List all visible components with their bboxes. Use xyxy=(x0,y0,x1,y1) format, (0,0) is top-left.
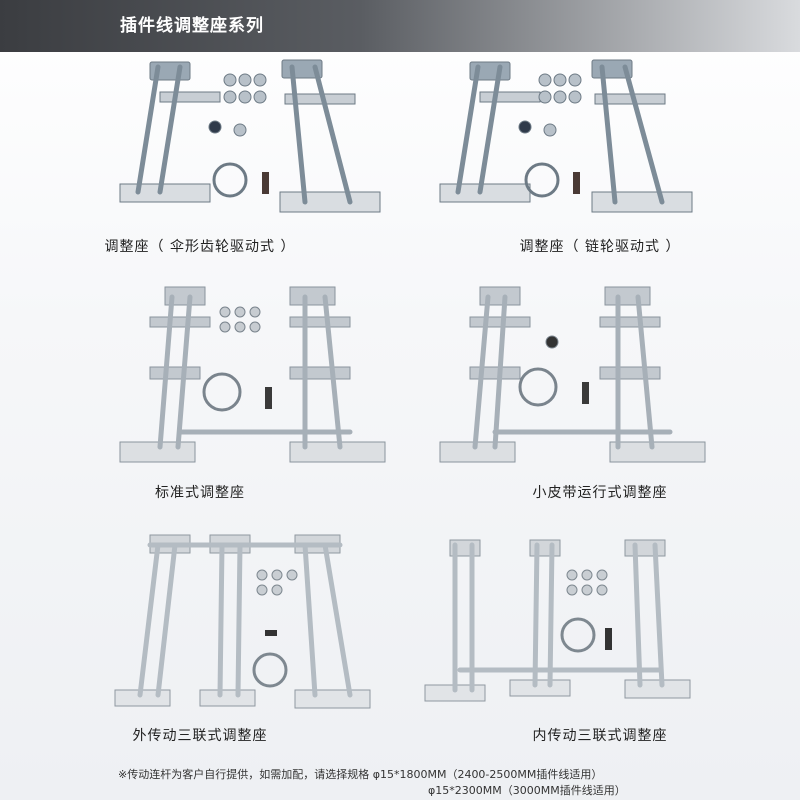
external-triple-adjuster-image xyxy=(114,534,371,709)
product-small-belt-adjuster: 小皮带运行式调整座 xyxy=(400,282,800,501)
product-external-triple-adjuster: 外传动三联式调整座 xyxy=(0,530,400,744)
product-caption: 调整座（ 链轮驱动式 ） xyxy=(519,239,681,255)
product-standard-adjuster: 标准式调整座 xyxy=(0,282,400,501)
product-caption: 内传动三联式调整座 xyxy=(532,728,668,744)
spec-note-line2: φ15*2300MM（3000MM插件线适用） xyxy=(428,784,626,797)
product-caption: 调整座（ 伞形齿轮驱动式 ） xyxy=(104,239,296,255)
internal-triple-adjuster-image xyxy=(424,539,691,702)
chain-drive-adjuster-image xyxy=(439,59,693,213)
product-caption: 小皮带运行式调整座 xyxy=(532,485,668,501)
spec-note-line1: ※传动连杆为客户自行提供，如需加配，请选择规格 φ15*1800MM（2400-… xyxy=(118,768,603,781)
standard-adjuster-image xyxy=(119,286,386,463)
product-chain-drive-adjuster: 调整座（ 链轮驱动式 ） xyxy=(400,52,800,255)
header-bar xyxy=(0,0,800,52)
product-caption: 外传动三联式调整座 xyxy=(132,728,268,744)
small-belt-adjuster-image xyxy=(439,286,706,463)
product-caption: 标准式调整座 xyxy=(155,485,245,501)
product-internal-triple-adjuster: 内传动三联式调整座 xyxy=(400,530,800,744)
bevel-gear-adjuster-image xyxy=(119,59,381,213)
product-bevel-gear-adjuster: 调整座（ 伞形齿轮驱动式 ） xyxy=(0,52,400,255)
page-title: 插件线调整座系列 xyxy=(120,16,264,36)
